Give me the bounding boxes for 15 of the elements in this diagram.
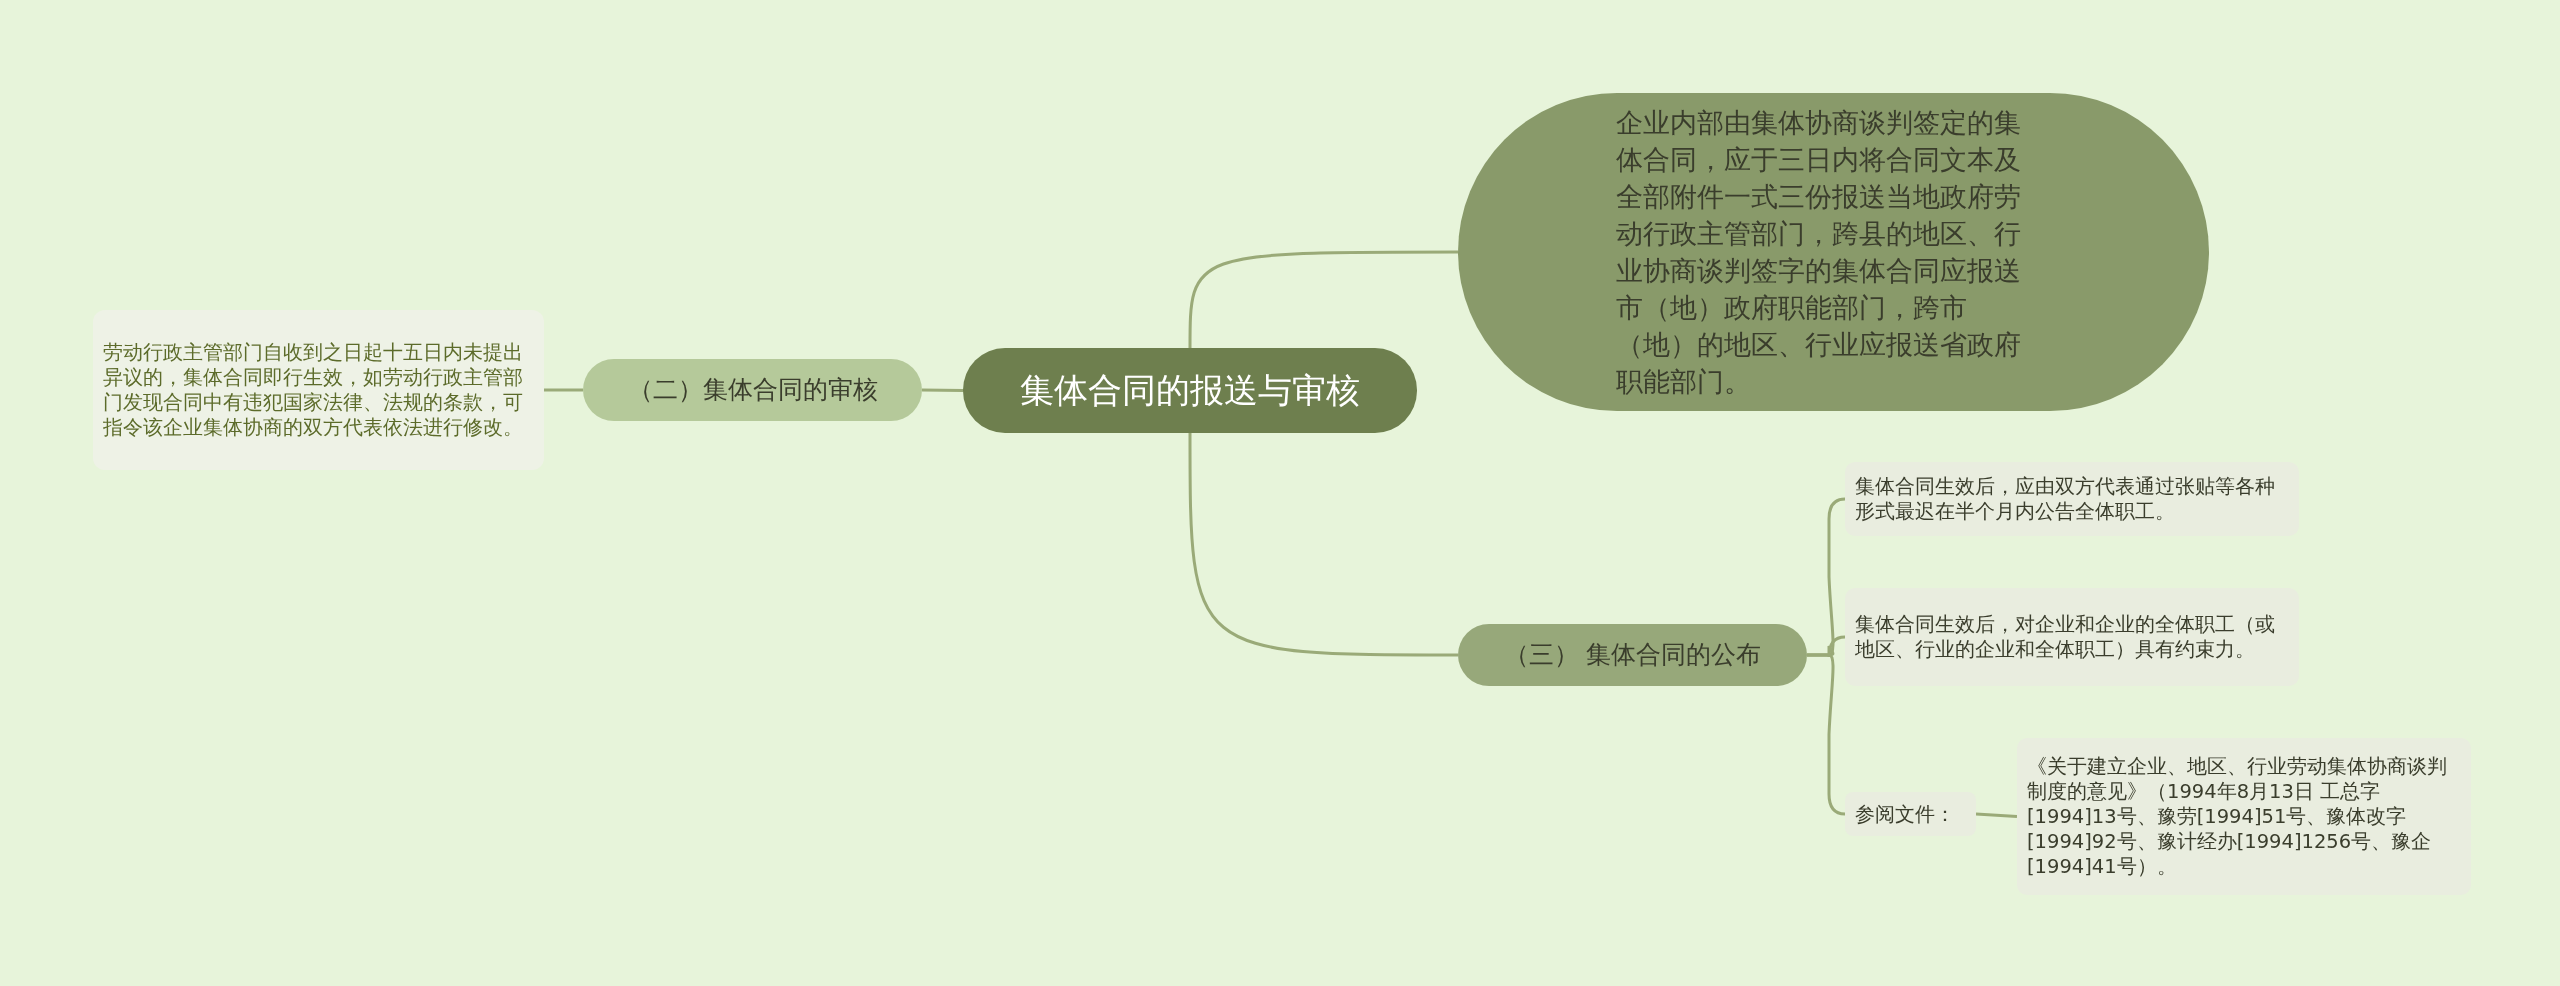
subtopic: （三） 集体合同的公布 xyxy=(1458,624,1807,686)
connector xyxy=(544,388,583,392)
connector xyxy=(921,388,964,392)
note-card: 《关于建立企业、地区、行业劳动集体协商谈判制度的意见》（1994年8月13日 工总字[1994]13号、豫劳[1994]51号、豫体改字[1994]92号、豫计经办[1994]1256号、豫企[1994]41号）。 xyxy=(2017,738,2471,895)
note-card: 劳动行政主管部门自收到之日起十五日内未提出异议的，集体合同即行生效，如劳动行政主管部门发现合同中有违犯国家法律、法规的条款，可指令该企业集体协商的双方代表依法进行修改。 xyxy=(93,310,544,470)
connector xyxy=(1188,433,1458,657)
subtopic: （二）集体合同的审核 xyxy=(583,359,922,421)
root-topic: 集体合同的报送与审核 xyxy=(963,348,1417,433)
connector xyxy=(1975,812,2018,818)
note-card: 参阅文件： xyxy=(1845,792,1976,836)
topic-bubble: 企业内部由集体协商谈判签定的集体合同，应于三日内将合同文本及全部附件一式三份报送当地政府劳动行政主管部门，跨县的地区、行业协商谈判签字的集体合同应报送市（地）政府职能部门，跨市（地）的地区、行业应报送省政府职能部门。 xyxy=(1458,93,2209,411)
note-card: 集体合同生效后，应由双方代表通过张贴等各种形式最迟在半个月内公告全体职工。 xyxy=(1845,462,2299,536)
connector xyxy=(1188,250,1458,348)
connector xyxy=(1807,653,1846,816)
note-card: 集体合同生效后，对企业和企业的全体职工（或地区、行业的企业和全体职工）具有约束力。 xyxy=(1845,588,2299,686)
